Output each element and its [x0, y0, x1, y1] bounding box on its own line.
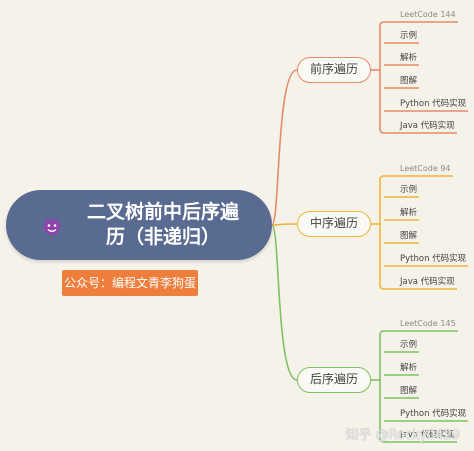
branch-postorder[interactable]: 后序遍历 — [297, 367, 371, 393]
branch-spine-connector — [379, 175, 385, 290]
root-title: 二叉树前中后序遍 历（非递归） — [86, 201, 239, 248]
zhihu-watermark: 知乎 @Rocky0429 — [345, 428, 460, 443]
leaf-java-code[interactable]: Java 代码实现 — [400, 121, 455, 131]
root-branch-connector — [271, 223, 298, 226]
leaf-analysis[interactable]: 解析 — [400, 363, 418, 373]
leaf-diagram[interactable]: 图解 — [400, 386, 418, 396]
leaf-analysis[interactable]: 解析 — [400, 53, 418, 63]
wechat-account-tag[interactable]: 公众号：编程文青李狗蛋 — [62, 270, 198, 296]
leaf-python-code[interactable]: Python 代码实现 — [400, 254, 467, 264]
leaf-diagram[interactable]: 图解 — [400, 231, 418, 241]
leaf-leetcode-number[interactable]: LeetCode 144 — [400, 10, 456, 19]
leaf-diagram[interactable]: 图解 — [400, 76, 418, 86]
leaf-example[interactable]: 示例 — [400, 340, 418, 350]
branch-inorder[interactable]: 中序遍历 — [297, 211, 371, 237]
root-node[interactable]: 二叉树前中后序遍 历（非递归） — [6, 190, 272, 260]
branch-preorder[interactable]: 前序遍历 — [297, 57, 371, 83]
devil-emoji-icon — [44, 218, 60, 235]
branch-spine-connector — [379, 330, 385, 443]
root-branch-connector — [271, 224, 298, 381]
leaf-python-code[interactable]: Python 代码实现 — [400, 99, 467, 109]
leaf-analysis[interactable]: 解析 — [400, 208, 418, 218]
leaf-example[interactable]: 示例 — [400, 31, 418, 41]
leaf-java-code[interactable]: Java 代码实现 — [400, 277, 455, 287]
leaf-java-code[interactable]: Java 代码实现 — [400, 430, 455, 440]
leaf-leetcode-number[interactable]: LeetCode 145 — [400, 319, 456, 328]
branch-spine-connector — [379, 21, 385, 134]
leaf-example[interactable]: 示例 — [400, 185, 418, 195]
leaf-leetcode-number[interactable]: LeetCode 94 — [400, 164, 451, 173]
leaf-python-code[interactable]: Python 代码实现 — [400, 409, 467, 419]
root-branch-connector — [271, 69, 298, 226]
